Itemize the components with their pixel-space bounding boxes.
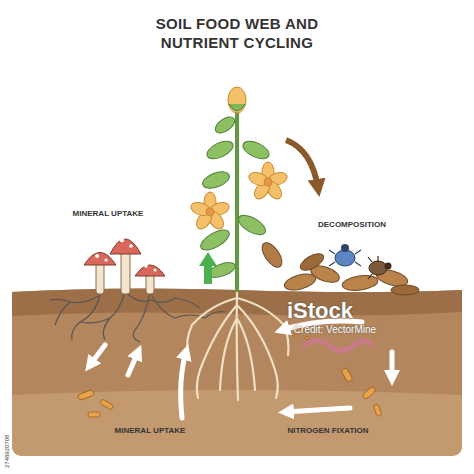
beetles: [329, 244, 392, 279]
decomposition-arrow: [286, 140, 318, 188]
cycle-arrows: [90, 321, 392, 418]
process-label: NITROGEN FIXATION: [287, 426, 368, 435]
mushrooms: [84, 238, 165, 294]
process-label: MINERAL UPTAKE: [115, 426, 186, 435]
diagram-title: SOIL FOOD WEB AND NUTRIENT CYCLING: [137, 14, 337, 52]
watermark: iStock: [287, 298, 353, 324]
image-id: 2748920708: [4, 435, 10, 468]
uptake-arrow: [199, 252, 217, 284]
roots: [187, 292, 288, 400]
leaf-litter: [283, 250, 419, 295]
soil: [12, 288, 462, 456]
process-label: DECOMPOSITION: [318, 220, 386, 229]
worm: [305, 341, 370, 351]
process-label: MINERAL UPTAKE: [73, 209, 144, 218]
plant: [189, 87, 289, 292]
watermark: Credit: VectorMine: [294, 324, 376, 335]
bacteria: [77, 328, 381, 417]
